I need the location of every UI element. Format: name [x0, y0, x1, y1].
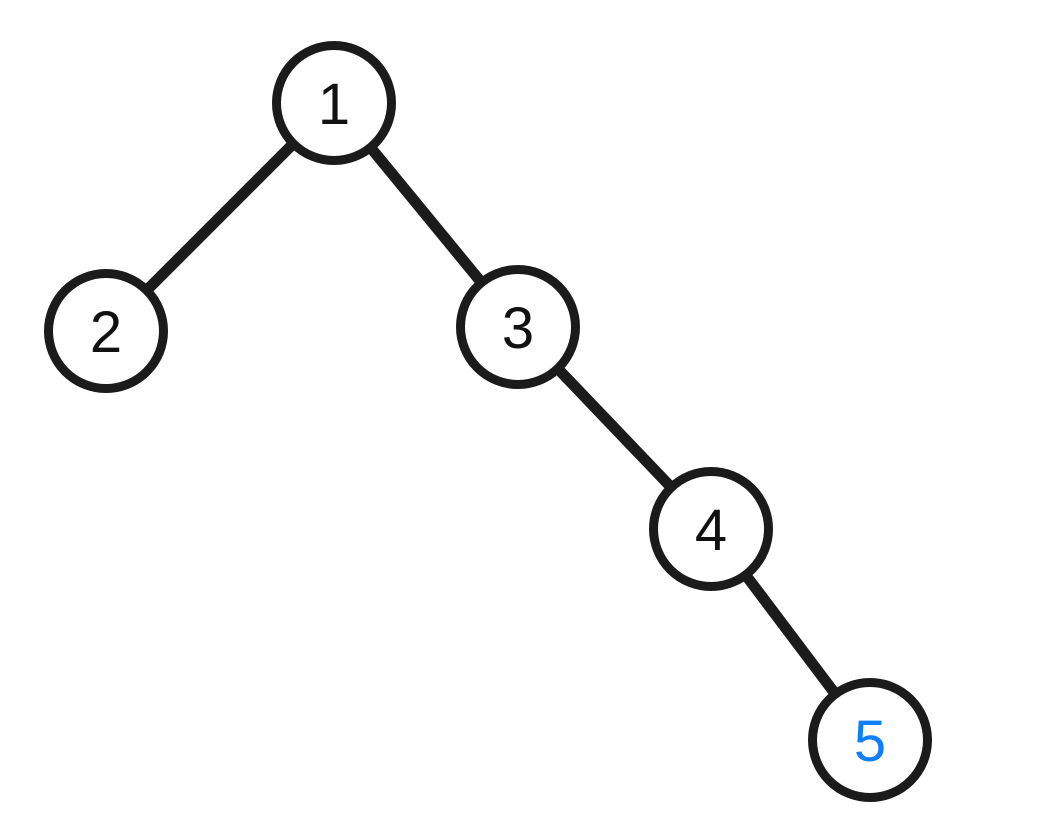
node-label-5: 5: [854, 709, 886, 774]
node-label-1: 1: [318, 72, 350, 137]
node-circle-4: [649, 467, 773, 591]
node-circle-3: [456, 265, 580, 389]
tree-node-1: 1: [272, 41, 396, 165]
node-circle-2: [44, 269, 168, 393]
node-label-2: 2: [90, 300, 122, 365]
node-label-4: 4: [695, 498, 727, 563]
node-circle-1: [272, 41, 396, 165]
tree-node-5: 5: [808, 678, 932, 802]
tree-node-4: 4: [649, 467, 773, 591]
node-label-3: 3: [502, 296, 534, 361]
node-circle-5: [808, 678, 932, 802]
tree-node-2: 2: [44, 269, 168, 393]
tree-node-3: 3: [456, 265, 580, 389]
